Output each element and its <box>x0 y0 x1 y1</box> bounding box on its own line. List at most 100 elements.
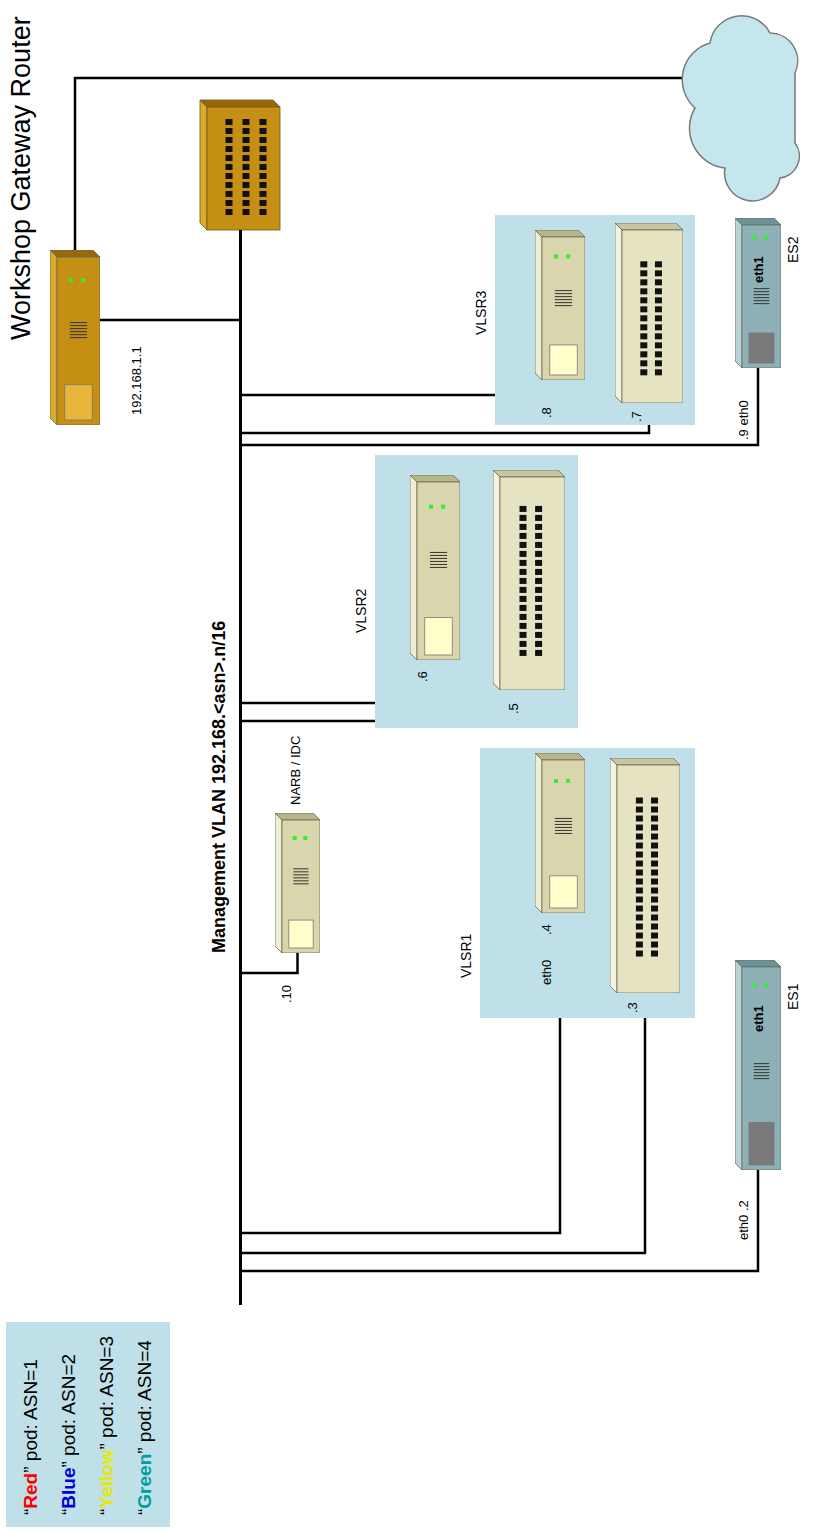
es-icon <box>735 218 781 368</box>
switch-port <box>636 843 643 849</box>
ethernet-link <box>100 319 239 322</box>
server-device: eth0.4 <box>535 753 585 913</box>
device-side <box>735 960 781 967</box>
server-icon <box>535 753 585 913</box>
device-top <box>610 758 617 993</box>
vent-slot <box>555 302 572 303</box>
end-system-device: eth1ES2.9 eth0 <box>735 218 781 368</box>
switch-device: .7 <box>615 223 683 403</box>
switch-port <box>655 279 662 285</box>
switch-port <box>535 569 542 575</box>
switch-port <box>655 288 662 294</box>
vent-slot <box>754 294 770 295</box>
switch-port <box>655 324 662 330</box>
node-label: eth0 .2 <box>737 1200 752 1240</box>
switch-port <box>640 288 647 294</box>
node-label: .9 eth0 <box>737 400 752 440</box>
switch-port <box>520 506 527 512</box>
ethernet-link <box>242 953 298 973</box>
switch-port <box>535 587 542 593</box>
vent-slot <box>70 334 87 335</box>
switch-port <box>651 942 658 948</box>
switch-port <box>535 542 542 548</box>
switch-port <box>535 623 542 629</box>
legend-line: “Green” pod: ASN=4 <box>126 1336 164 1515</box>
switch-port <box>520 551 527 557</box>
switch-port <box>520 605 527 611</box>
vent-slot <box>555 824 572 825</box>
switch-port <box>535 515 542 521</box>
status-led <box>303 836 307 840</box>
switch-port <box>651 924 658 930</box>
server-device: NARB / IDC.10 <box>275 813 320 953</box>
switch-port <box>655 360 662 366</box>
vent-slot <box>754 300 770 301</box>
device-front <box>500 477 565 690</box>
core-switch-ports <box>243 117 250 215</box>
switch-port <box>640 369 647 375</box>
node-label: ES1 <box>785 984 801 1010</box>
switch-port <box>655 270 662 276</box>
internet-cloud <box>682 16 799 201</box>
switch-port <box>520 533 527 539</box>
legend-box: “Red” pod: ASN=1“Blue” pod: ASN=2“Yellow… <box>6 1322 170 1527</box>
switch-port <box>520 515 527 521</box>
vent-slot <box>293 871 308 872</box>
switch-port <box>651 879 658 885</box>
switch-icon <box>493 470 565 690</box>
switch-port <box>535 551 542 557</box>
switch-port <box>520 560 527 566</box>
switch-port <box>636 834 643 840</box>
es-icon <box>735 960 781 1170</box>
switch-port <box>636 798 643 804</box>
switch-port <box>636 906 643 912</box>
vent-slot <box>430 552 447 553</box>
core-switch-ports <box>226 117 233 215</box>
switch-port <box>636 897 643 903</box>
switch-port <box>655 297 662 303</box>
status-led <box>566 254 570 258</box>
device-panel <box>550 345 578 375</box>
core-switch-ports <box>260 117 267 215</box>
device-top <box>735 960 742 1170</box>
vent-slot <box>754 1072 770 1073</box>
vent-slot <box>754 1069 770 1070</box>
device-top <box>615 223 622 403</box>
vent-slot <box>555 818 572 819</box>
switch-port <box>636 951 643 957</box>
device-top <box>410 475 417 660</box>
switch-port <box>651 807 658 813</box>
switch-port <box>640 261 647 267</box>
vent-slot <box>293 877 308 878</box>
device-side <box>50 250 100 257</box>
device-front <box>742 967 781 1170</box>
switch-port <box>535 650 542 656</box>
vent-slot <box>555 821 572 822</box>
switch-port <box>636 879 643 885</box>
core-switch <box>200 100 280 230</box>
node-label: VLSR1 <box>458 934 474 978</box>
status-led <box>566 779 570 783</box>
vent-slot <box>430 558 447 559</box>
status-led <box>554 254 558 258</box>
switch-port <box>520 614 527 620</box>
device-front <box>617 765 680 993</box>
switch-port <box>640 360 647 366</box>
device-top <box>493 470 500 690</box>
switch-port <box>535 533 542 539</box>
device-front <box>57 257 100 425</box>
switch-port <box>655 351 662 357</box>
management-bus: Management VLAN 192.168.<asn>.n/16 <box>239 230 242 1305</box>
vent-slot <box>430 561 447 562</box>
device-top <box>535 230 542 380</box>
switch-port <box>520 587 527 593</box>
switch-port <box>651 843 658 849</box>
status-led <box>764 983 768 987</box>
switch-port <box>640 315 647 321</box>
switch-port <box>535 524 542 530</box>
vent-slot <box>70 322 87 323</box>
device-side <box>493 470 565 477</box>
